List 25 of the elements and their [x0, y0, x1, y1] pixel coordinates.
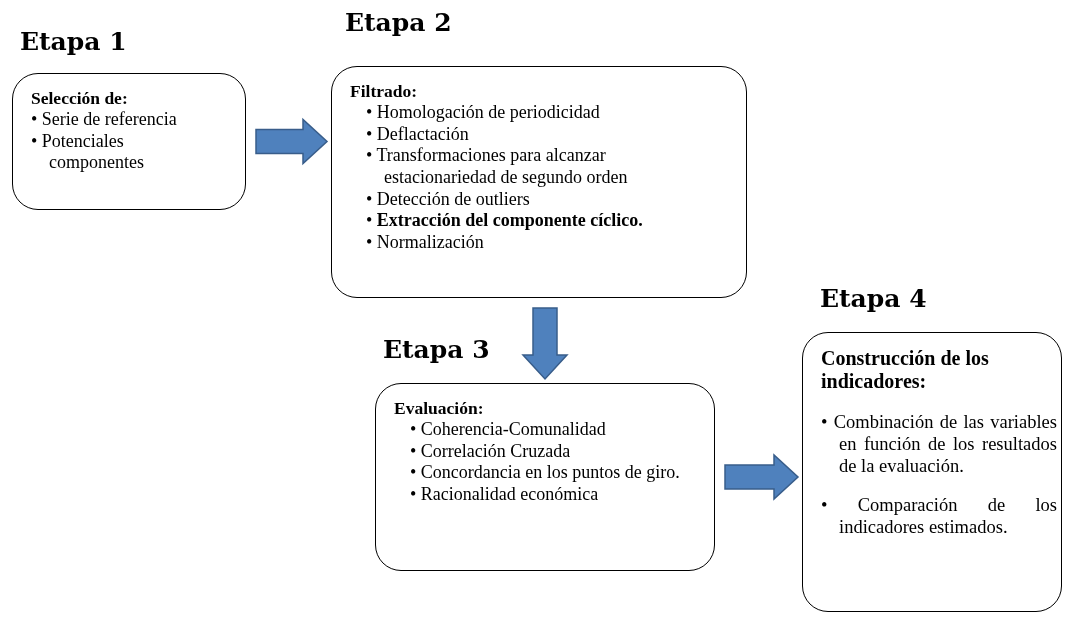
bullet-item: • Homologación de periodicidad — [366, 102, 601, 124]
bullet-item: • Deflactación — [366, 123, 470, 146]
bullet-item: • Correlación Cruzada — [410, 440, 572, 463]
bullet-item: • Transformaciones para alcanzar estacionariedad de segundo orden — [366, 145, 629, 189]
bullet-item: • Serie de referencia — [31, 109, 178, 131]
stage-heading: Etapa 4 — [820, 284, 927, 313]
bullet-item: • Potenciales componentes — [31, 130, 145, 174]
bullet-item: • Coherencia-Comunalidad — [410, 419, 607, 441]
block-arrow — [724, 453, 800, 501]
stage-heading: Etapa 3 — [383, 335, 490, 364]
bullet-item: • Racionalidad económica — [410, 483, 600, 506]
stage-heading: Etapa 2 — [345, 8, 452, 37]
bullet-item: • Extracción del componente cíclico. — [366, 210, 644, 232]
block-arrow — [521, 307, 569, 381]
bullet-item: • Concordancia en los puntos de giro. — [410, 462, 681, 484]
bullet-item: • Comparación de los indicadores estimados. — [821, 493, 1057, 538]
bullet-item: • Combinación de las variables en función de los resultados de la evaluación. — [821, 411, 1057, 478]
box-title: Selección de: — [31, 88, 129, 109]
stage-heading: Etapa 1 — [20, 27, 127, 56]
box-title: Evaluación: — [394, 398, 485, 419]
bullet-item: • Normalización — [366, 231, 485, 254]
box-title: Construcción de los indicadores: — [821, 347, 990, 393]
bullet-item: • Detección de outliers — [366, 188, 531, 211]
block-arrow — [255, 117, 329, 166]
box-title: Filtrado: — [350, 81, 419, 102]
